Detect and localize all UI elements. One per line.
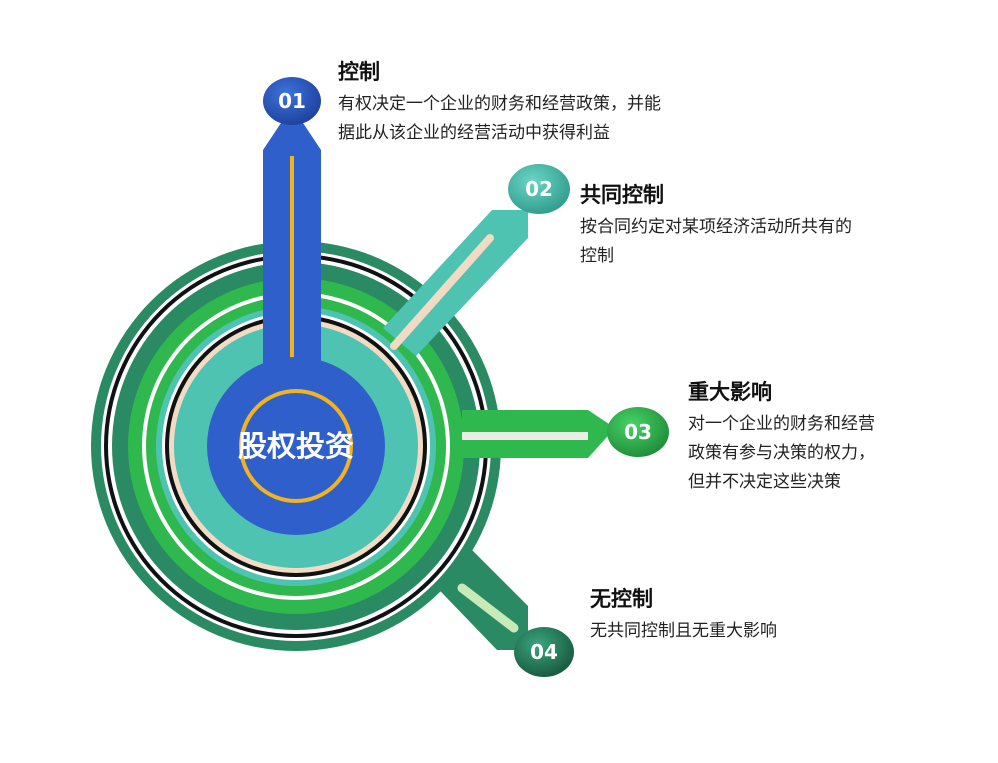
item-02-line-2: 控制: [580, 246, 614, 266]
badge-02-number: 02: [525, 177, 553, 201]
center-label: 股权投资: [238, 429, 354, 463]
item-04-line-1: 无共同控制且无重大影响: [590, 621, 777, 641]
badge-01: 01: [263, 77, 321, 125]
center-hub: 股权投资: [207, 357, 385, 535]
item-02-title: 共同控制: [580, 183, 664, 207]
item-03-line-1: 对一个企业的财务和经营: [688, 414, 875, 434]
item-04: 无控制 无共同控制且无重大影响: [590, 585, 950, 646]
item-02: 共同控制 按合同约定对某项经济活动所共有的 控制: [580, 181, 940, 271]
item-04-description: 无共同控制且无重大影响: [590, 617, 950, 646]
item-03-description: 对一个企业的财务和经营 政策有参与决策的权力， 但并不决定这些决策: [688, 410, 958, 497]
badge-04-number: 04: [530, 640, 558, 664]
item-04-title: 无控制: [590, 587, 653, 611]
branch-01: [263, 120, 321, 400]
badge-03-number: 03: [624, 420, 652, 444]
item-01-line-2: 据此从该企业的经营活动中获得利益: [338, 123, 610, 143]
item-03-line-2: 政策有参与决策的权力，: [688, 443, 875, 463]
badge-04: 04: [514, 627, 574, 677]
item-01-title: 控制: [338, 60, 380, 84]
branch-02: [383, 210, 528, 356]
badge-03: 03: [607, 407, 669, 457]
item-01-description: 有权决定一个企业的财务和经营政策，并能 据此从该企业的经营活动中获得利益: [338, 90, 758, 148]
item-02-line-1: 按合同约定对某项经济活动所共有的: [580, 217, 852, 237]
item-01-line-1: 有权决定一个企业的财务和经营政策，并能: [338, 94, 661, 114]
item-03-line-3: 但并不决定这些决策: [688, 472, 841, 492]
item-03-title: 重大影响: [688, 380, 772, 404]
branch-03: [462, 410, 615, 458]
item-03: 重大影响 对一个企业的财务和经营 政策有参与决策的权力， 但并不决定这些决策: [688, 378, 958, 497]
item-01: 控制 有权决定一个企业的财务和经营政策，并能 据此从该企业的经营活动中获得利益: [338, 58, 758, 148]
badge-01-number: 01: [278, 89, 306, 113]
badge-02: 02: [508, 164, 570, 214]
item-02-description: 按合同约定对某项经济活动所共有的 控制: [580, 213, 940, 271]
